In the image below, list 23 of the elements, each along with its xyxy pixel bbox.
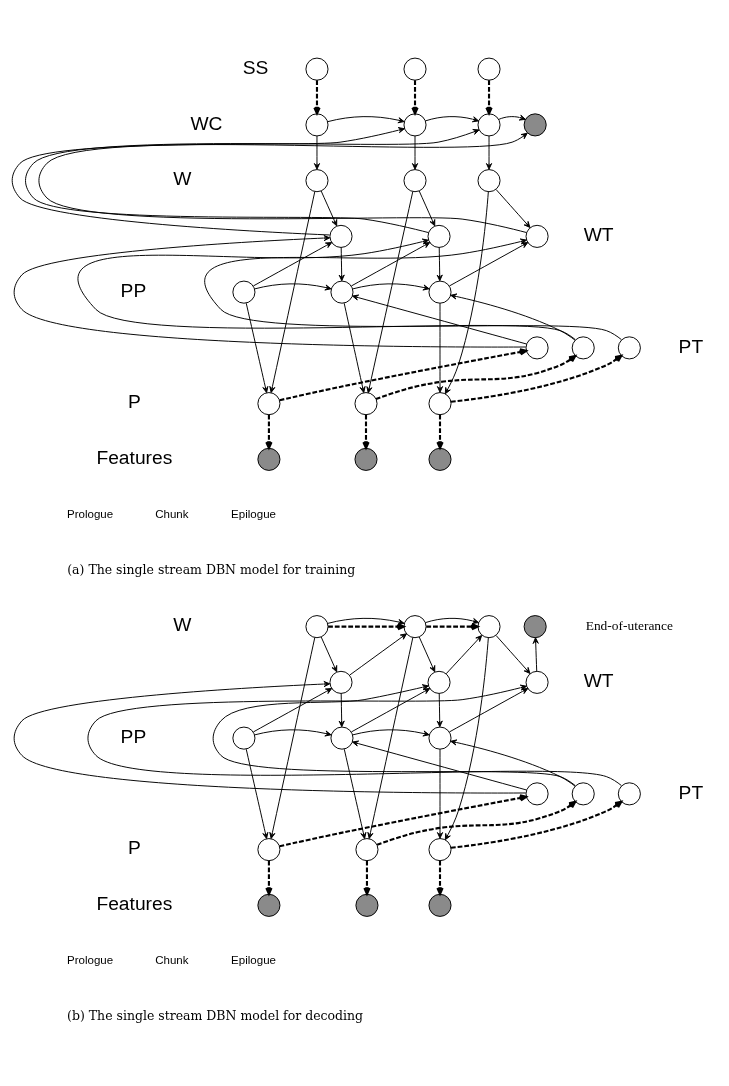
label: Prologue <box>67 954 114 967</box>
label: W <box>173 614 192 636</box>
label: WT <box>583 670 614 692</box>
label: Features <box>96 447 173 469</box>
label: Features <box>96 893 173 915</box>
label: W <box>173 168 192 190</box>
label: End-of-uterance <box>585 618 673 634</box>
label: Chunk <box>155 508 189 521</box>
label: Prologue <box>67 508 114 521</box>
label: WC <box>190 112 223 134</box>
label: PT <box>678 335 704 357</box>
label: PP <box>120 725 147 747</box>
label: Epilogue <box>231 508 276 521</box>
label: (a) The single stream DBN model for training <box>67 562 356 578</box>
label: PT <box>678 781 704 803</box>
label: P <box>127 391 141 413</box>
label: Chunk <box>155 954 189 967</box>
label: SS <box>242 56 269 78</box>
label: Epilogue <box>231 954 276 967</box>
label: P <box>127 837 141 859</box>
label: PP <box>120 279 147 301</box>
label: WT <box>583 224 614 246</box>
label: (b) The single stream DBN model for decoding <box>67 1008 364 1024</box>
